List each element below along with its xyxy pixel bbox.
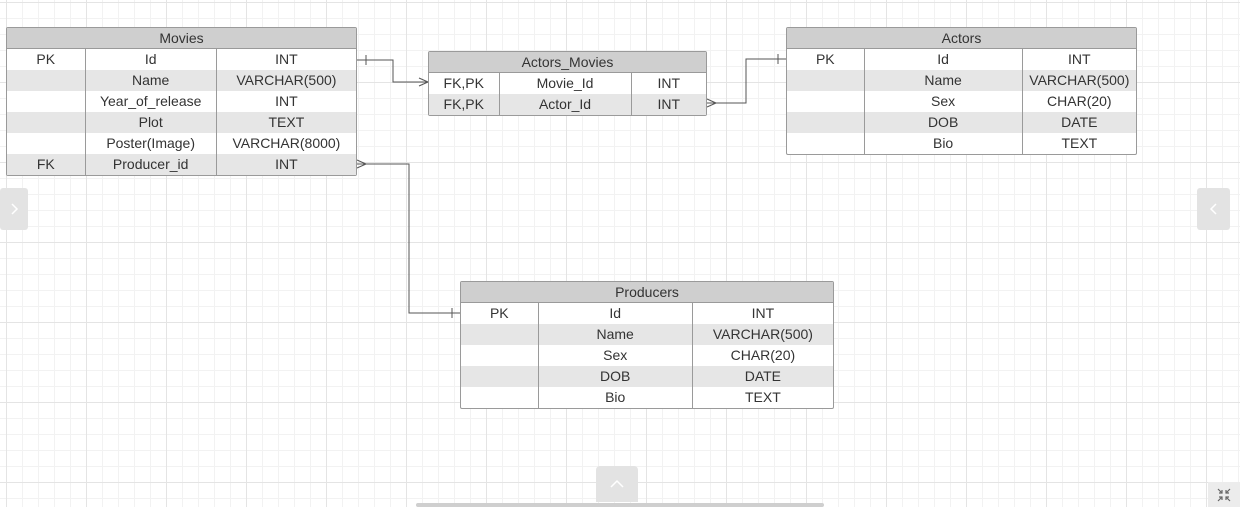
field-type-cell: VARCHAR(8000) — [232, 135, 341, 151]
field-type-cell: INT — [657, 96, 681, 112]
key-cell: FK,PK — [429, 94, 500, 115]
entity-title: Actors_Movies — [429, 52, 706, 73]
field-row[interactable]: Plot TEXT — [7, 112, 356, 133]
field-type-cell: VARCHAR(500) — [1029, 72, 1130, 88]
field-name-cell: Producer_id — [86, 154, 217, 175]
horizontal-scrollbar[interactable] — [416, 503, 824, 507]
field-type-cell: CHAR(20) — [1047, 93, 1112, 109]
field-name-cell: Actor_Id — [500, 94, 632, 115]
field-name-cell: DOB — [539, 366, 693, 387]
field-type-cell: INT — [1068, 51, 1091, 67]
key-cell: PK — [787, 49, 865, 70]
collapse-icon — [1217, 488, 1231, 501]
field-type-cell: TEXT — [1061, 135, 1098, 151]
field-name-cell: Id — [86, 49, 217, 70]
field-row[interactable]: Name VARCHAR(500) — [787, 70, 1136, 91]
field-row[interactable]: Poster(Image) VARCHAR(8000) — [7, 133, 356, 154]
key-cell — [787, 70, 865, 91]
field-name-cell: Bio — [539, 387, 693, 408]
connector-movies-actors-movies[interactable] — [357, 55, 429, 87]
field-row[interactable]: Name VARCHAR(500) — [7, 70, 356, 91]
field-name-cell: Year_of_release — [86, 91, 217, 112]
key-cell: FK — [7, 154, 86, 175]
field-name-cell: Name — [865, 70, 1023, 91]
field-name-cell: Id — [865, 49, 1023, 70]
field-name-cell: Plot — [86, 112, 217, 133]
bottom-panel-tab[interactable] — [596, 466, 638, 502]
key-cell: PK — [461, 303, 539, 324]
entity-title: Movies — [7, 28, 356, 49]
field-row[interactable]: Name VARCHAR(500) — [461, 324, 833, 345]
key-cell: PK — [7, 49, 86, 70]
field-row[interactable]: Bio TEXT — [461, 387, 833, 408]
field-type-cell: TEXT — [268, 114, 305, 130]
key-cell — [7, 112, 86, 133]
field-type-cell: DATE — [744, 368, 782, 384]
connector-producers-movies[interactable] — [356, 159, 461, 318]
field-name-cell: Movie_Id — [500, 73, 632, 94]
key-cell — [7, 133, 86, 154]
field-type-cell: INT — [275, 93, 298, 109]
field-row[interactable]: Year_of_release INT — [7, 91, 356, 112]
field-type-cell: DATE — [1061, 114, 1098, 130]
field-row[interactable]: DOB DATE — [461, 366, 833, 387]
field-name-cell: Sex — [539, 345, 693, 366]
key-cell — [7, 70, 86, 91]
chevron-left-icon — [1209, 203, 1217, 215]
field-row[interactable]: Sex CHAR(20) — [787, 91, 1136, 112]
field-type-cell: VARCHAR(500) — [236, 72, 337, 88]
collapse-button[interactable] — [1208, 482, 1240, 507]
field-name-cell: Name — [86, 70, 217, 91]
key-cell: FK,PK — [429, 73, 500, 94]
field-type-cell: CHAR(20) — [730, 347, 796, 363]
entity-title: Producers — [461, 282, 833, 303]
field-type-cell: TEXT — [744, 389, 781, 405]
left-panel-tab[interactable] — [0, 188, 28, 230]
field-row[interactable]: Bio TEXT — [787, 133, 1136, 154]
key-cell — [787, 112, 865, 133]
key-cell — [461, 324, 539, 345]
right-panel-tab[interactable] — [1197, 188, 1230, 230]
field-type-cell: INT — [275, 156, 298, 172]
field-name-cell: Sex — [865, 91, 1023, 112]
key-cell — [787, 91, 865, 112]
entity-title: Actors — [787, 28, 1136, 49]
chevron-up-icon — [610, 479, 624, 488]
field-type-cell: VARCHAR(500) — [712, 326, 813, 342]
key-cell — [787, 133, 865, 154]
key-cell — [7, 91, 86, 112]
field-row[interactable]: Sex CHAR(20) — [461, 345, 833, 366]
key-cell — [461, 345, 539, 366]
field-row[interactable]: DOB DATE — [787, 112, 1136, 133]
field-type-cell: INT — [751, 305, 775, 321]
field-name-cell: Name — [539, 324, 693, 345]
key-cell — [461, 387, 539, 408]
field-name-cell: Poster(Image) — [86, 133, 217, 154]
field-name-cell: Id — [539, 303, 693, 324]
field-name-cell: DOB — [865, 112, 1023, 133]
field-type-cell: INT — [275, 51, 298, 67]
chevron-right-icon — [11, 203, 19, 215]
key-cell — [461, 366, 539, 387]
field-type-cell: INT — [657, 75, 681, 91]
connector-actors-actors-movies[interactable] — [706, 54, 787, 108]
field-name-cell: Bio — [865, 133, 1023, 154]
